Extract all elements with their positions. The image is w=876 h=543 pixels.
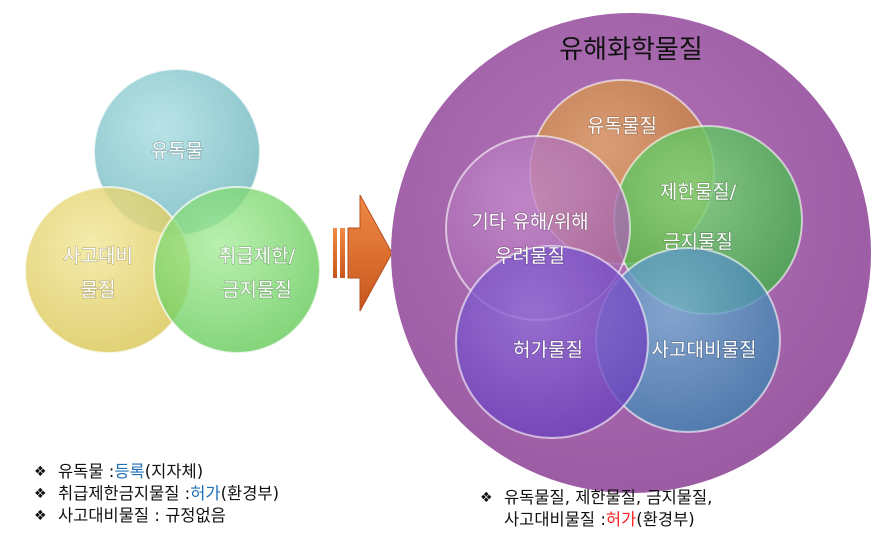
right-note-line2-suffix: (환경부) xyxy=(636,510,695,529)
note-toxic-highlight: 등록 xyxy=(114,462,145,481)
right-note-line1-text: 유독물질, 제한물질, 금지물질, xyxy=(504,488,713,507)
right-note: ❖ 유독물질, 제한물질, 금지물질, 사고대비물질 : 허가(환경부) xyxy=(480,487,712,531)
right-venn: 유해화학물질 유독물질 제한물질/ 금지물질 기타 유해/위해 우려물질 허가물… xyxy=(391,13,871,493)
toxic-substance-label: 유독물 xyxy=(151,140,203,162)
note-restricted: ❖ 취급제한금지물질 : 허가(환경부) xyxy=(34,483,279,505)
diamond-bullet-icon: ❖ xyxy=(480,490,493,506)
note-toxic-prefix: 유독물 : xyxy=(58,462,115,481)
other-concern-label-line2: 우려물질 xyxy=(495,245,565,267)
toxic-label: 유독물질 xyxy=(587,115,657,137)
right-note-line2-highlight: 허가 xyxy=(605,510,637,529)
left-venn: 유독물 사고대비 물질 취급제한/ 금지물질 xyxy=(24,68,321,354)
note-accident-text: 사고대비물질 : 규정없음 xyxy=(58,506,226,525)
right-arrow-icon xyxy=(333,194,393,312)
note-toxic-suffix: (지자체) xyxy=(144,462,204,481)
accident-prep-right-label: 사고대비물질 xyxy=(652,339,757,361)
accident-prep-label-line1: 사고대비 xyxy=(63,245,133,267)
diamond-bullet-icon: ❖ xyxy=(34,508,47,524)
note-toxic: ❖ 유독물 : 등록 (지자체) xyxy=(34,461,279,483)
note-restricted-highlight: 허가 xyxy=(190,484,221,503)
restricted-label-line2: 금지물질 xyxy=(222,279,292,301)
diamond-bullet-icon: ❖ xyxy=(34,464,47,480)
note-restricted-prefix: 취급제한금지물질 : xyxy=(58,484,191,503)
left-notes: ❖ 유독물 : 등록 (지자체) ❖ 취급제한금지물질 : 허가(환경부) ❖ … xyxy=(34,461,279,527)
permit-label: 허가물질 xyxy=(513,339,583,361)
diamond-bullet-icon: ❖ xyxy=(34,486,47,502)
permit-circle xyxy=(455,245,649,439)
accident-prep-label-line2: 물질 xyxy=(81,279,116,301)
right-note-line2: 사고대비물질 : 허가(환경부) xyxy=(480,509,712,531)
restricted-banned-label-line2: 금지물질 xyxy=(663,231,733,253)
right-note-line2-prefix: 사고대비물질 : xyxy=(504,510,606,529)
note-accident: ❖ 사고대비물질 : 규정없음 xyxy=(34,505,279,527)
right-note-line1: ❖ 유독물질, 제한물질, 금지물질, xyxy=(480,487,712,509)
other-concern-label-line1: 기타 유해/위해 xyxy=(471,211,588,233)
restricted-banned-label-line1: 제한물질/ xyxy=(660,181,737,203)
note-restricted-suffix: (환경부) xyxy=(220,484,280,503)
hazardous-chemicals-title: 유해화학물질 xyxy=(559,35,703,65)
restricted-circle xyxy=(153,186,321,354)
restricted-label-line1: 취급제한/ xyxy=(219,245,296,267)
